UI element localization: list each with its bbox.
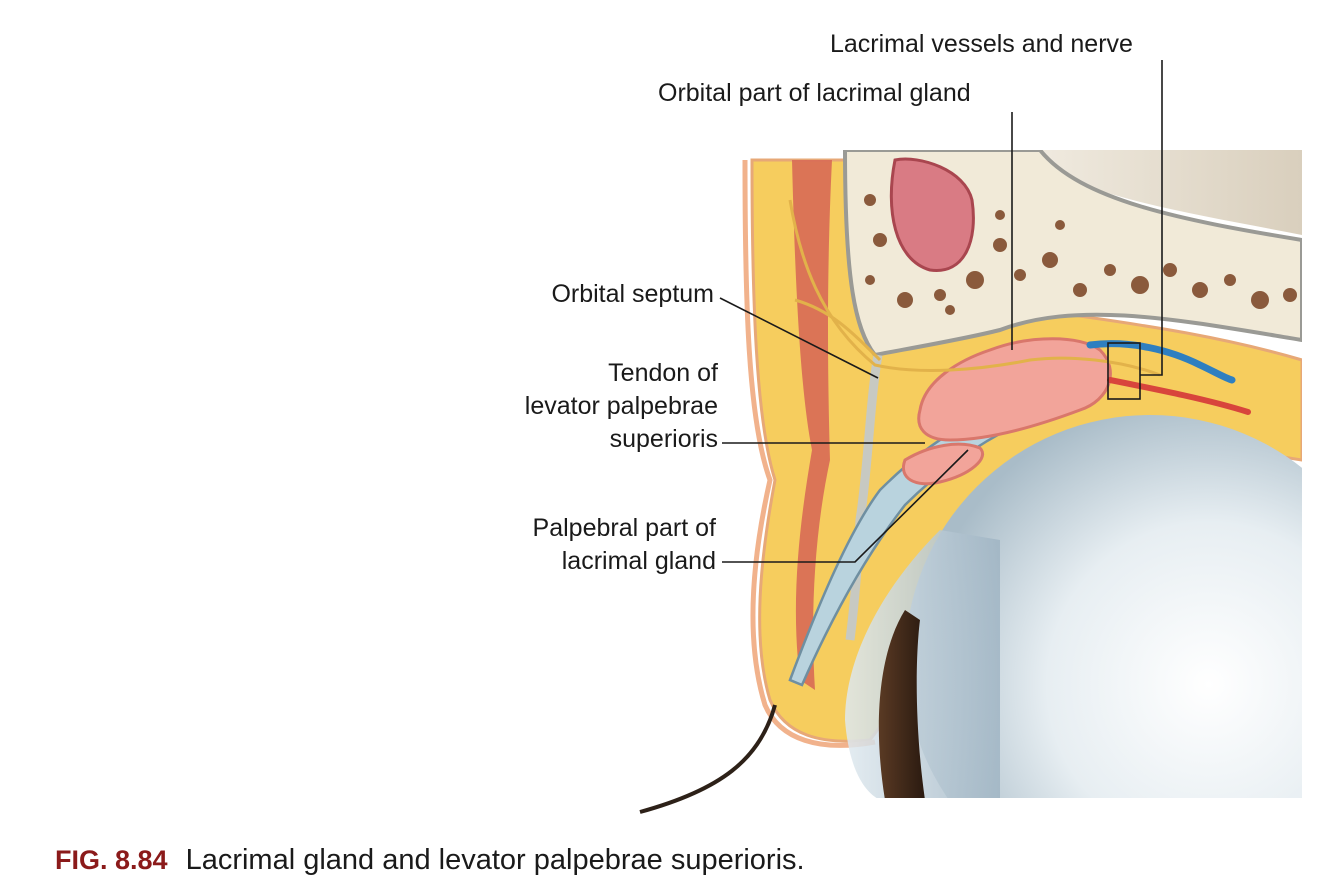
caption-text: Lacrimal gland and levator palpebrae sup…: [185, 844, 805, 876]
iris: [878, 610, 925, 798]
label-tendon-line-1: Tendon of: [608, 359, 718, 387]
label-tendon-line-3: superioris: [609, 425, 718, 453]
lacrimal-artery: [1107, 377, 1251, 415]
palpebral-part-lacrimal-gland: [902, 442, 984, 486]
label-orbital-part-of-lacrimal-gland: Orbital part of lacrimal gland: [658, 79, 971, 107]
frontal-sinus: [889, 157, 975, 272]
cranial-cavity: [1000, 150, 1302, 235]
figure-number: FIG. 8.84: [55, 845, 168, 875]
label-palpebral-part-of-lacrimal-gland: Palpebral part of lacrimal gland: [480, 512, 716, 578]
lacrimal-nerve: [788, 199, 1161, 377]
supraorbital-nerve: [794, 298, 882, 362]
label-lacrimal-vessels-and-nerve: Lacrimal vessels and nerve: [830, 30, 1133, 58]
leader-lacrimal-vessels: [1140, 60, 1163, 376]
orbicularis-muscle: [792, 160, 832, 690]
eyelid-skin: [742, 159, 876, 748]
vessel-nerve-box: [1107, 342, 1141, 400]
eyeball: [905, 415, 1302, 798]
figure-caption: FIG. 8.84 Lacrimal gland and levator palp…: [55, 844, 805, 877]
label-palpebral-line-1: Palpebral part of: [532, 514, 716, 542]
label-orbital-septum: Orbital septum: [551, 280, 714, 308]
diploe-spaces: [864, 194, 1297, 315]
leader-palpebral-part: [722, 449, 969, 563]
leader-orbital-septum: [719, 297, 879, 379]
leader-lines: [719, 60, 1163, 563]
label-tendon-line-2: levator palpebrae: [524, 392, 718, 420]
lacrimal-vein: [1086, 340, 1236, 384]
label-palpebral-line-2: lacrimal gland: [561, 547, 716, 575]
label-tendon-of-levator: Tendon of levator palpebrae superioris: [480, 357, 718, 456]
orbital-part-lacrimal-gland: [917, 337, 1112, 442]
eyelash: [639, 704, 777, 814]
